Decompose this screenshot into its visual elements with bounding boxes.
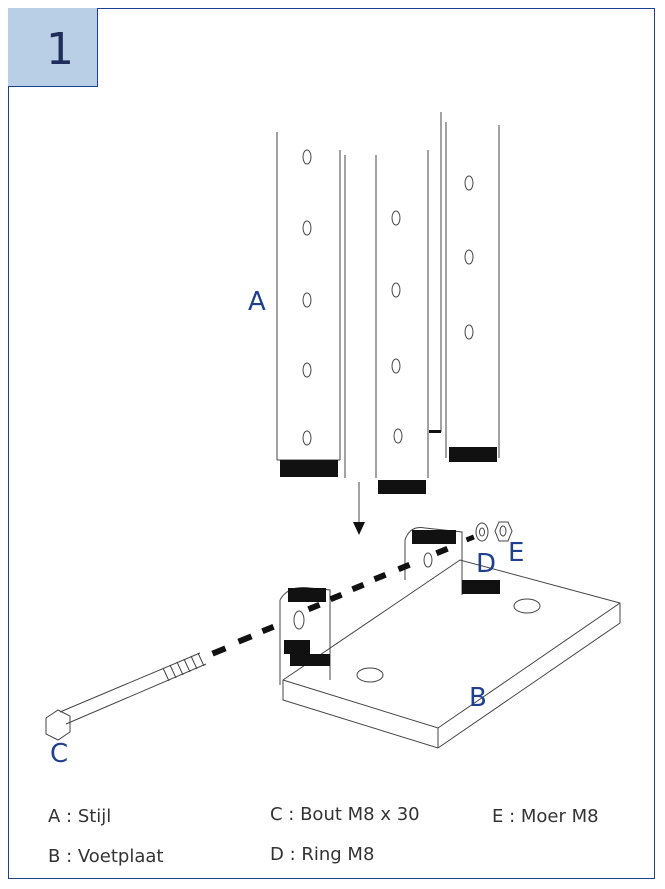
post-join-mark xyxy=(429,430,441,433)
bracket-band-1 xyxy=(288,588,326,602)
post-foot-band-middle xyxy=(378,480,426,494)
legend-d: D : Ring M8 xyxy=(270,844,375,865)
legend-e: E : Moer M8 xyxy=(492,806,599,827)
legend-c: C : Bout M8 x 30 xyxy=(270,804,420,825)
post-right-channel xyxy=(440,112,500,458)
step-number-box: 1 xyxy=(8,8,98,87)
bracket-band-2 xyxy=(284,640,310,654)
diagram-frame xyxy=(8,8,655,879)
label-a: A xyxy=(248,287,266,317)
legend-a: A : Stijl xyxy=(48,806,112,827)
bracket-band-3 xyxy=(290,654,330,666)
base-plate xyxy=(279,527,621,749)
label-e: E xyxy=(508,538,525,568)
label-d: D xyxy=(476,549,497,579)
step-number: 1 xyxy=(46,24,74,75)
post-foot-band-right xyxy=(449,447,497,462)
post-foot-band-left xyxy=(280,460,338,477)
washer-and-nut xyxy=(475,521,513,542)
bracket-band-4 xyxy=(412,530,456,544)
arrow-head xyxy=(353,522,365,535)
label-c: C xyxy=(50,739,69,769)
label-b: B xyxy=(469,683,487,713)
legend-b: B : Voetplaat xyxy=(48,846,164,867)
bolt xyxy=(45,652,207,741)
post-holes xyxy=(302,149,474,446)
bracket-band-5 xyxy=(462,580,500,594)
post-middle-channel xyxy=(375,150,429,478)
post-left-channel xyxy=(276,132,346,478)
